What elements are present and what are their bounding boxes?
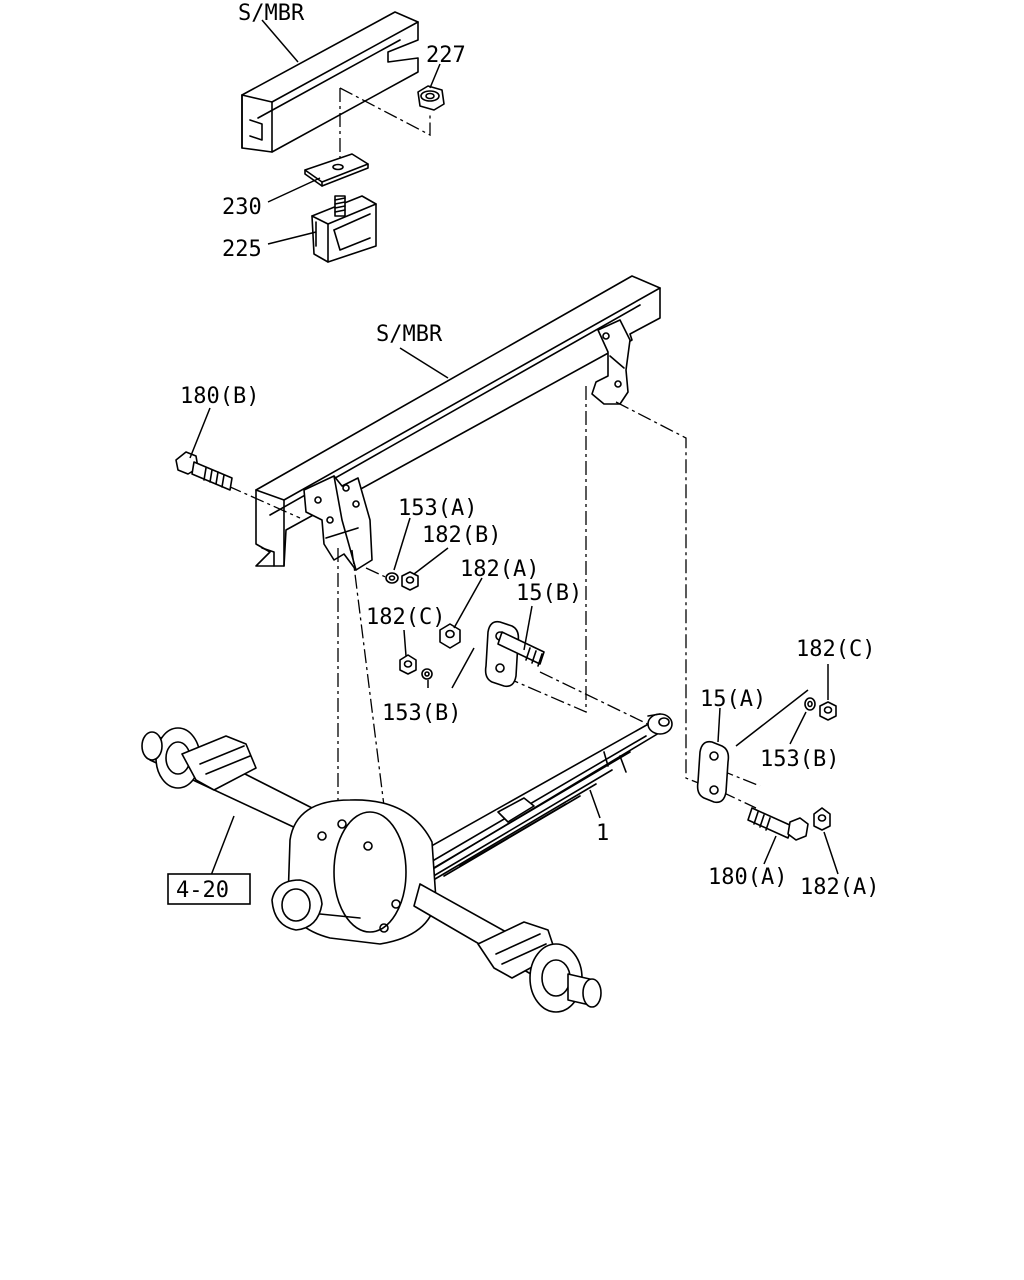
label-15b: 15(B) [516,581,582,606]
shackle-15b [484,620,545,688]
nut-182c-left [399,654,417,675]
label-182a-lower: 182(A) [800,875,879,900]
washer-153b-right [804,697,816,711]
label-smbr-top: S/MBR [238,1,305,26]
label-230: 230 [222,195,262,220]
bolt-180b [175,451,233,491]
bolt-180a [747,807,809,841]
label-225: 225 [222,237,262,262]
plate-230 [304,153,369,187]
label-182c-right: 182(C) [796,637,875,662]
reference-box-4-20 [167,873,251,905]
label-1: 1 [596,821,609,846]
label-180b: 180(B) [180,384,259,409]
bump-stopper-mounting-lines [339,87,431,168]
label-153a: 153(A) [398,496,477,521]
label-ref-4-20: 4-20 [176,878,229,903]
rear-axle-housing [141,727,602,1013]
nut-182b [401,571,419,591]
bump-stopper-225 [311,195,377,263]
washer-153a [385,572,399,584]
label-15a: 15(A) [700,687,766,712]
label-182c-left: 182(C) [366,605,445,630]
shackle-15a [696,740,730,804]
nut-227 [417,85,445,111]
nut-182a-upper [439,623,461,649]
washer-153b-left [421,668,433,680]
label-180a: 180(A) [708,865,787,890]
upper-frame-member [241,11,419,153]
nut-182c-right [819,701,837,721]
label-153b-left: 153(B) [382,701,461,726]
leader-lines [189,19,839,879]
label-227: 227 [426,43,466,68]
label-smbr-main: S/MBR [376,322,443,347]
rear-spring-hanger-bracket [591,319,631,405]
label-153b-right: 153(B) [760,747,839,772]
nut-182a-lower [813,807,831,831]
front-spring-hanger-bracket [303,475,373,571]
label-182b: 182(B) [422,523,501,548]
label-182a-upper: 182(A) [460,557,539,582]
